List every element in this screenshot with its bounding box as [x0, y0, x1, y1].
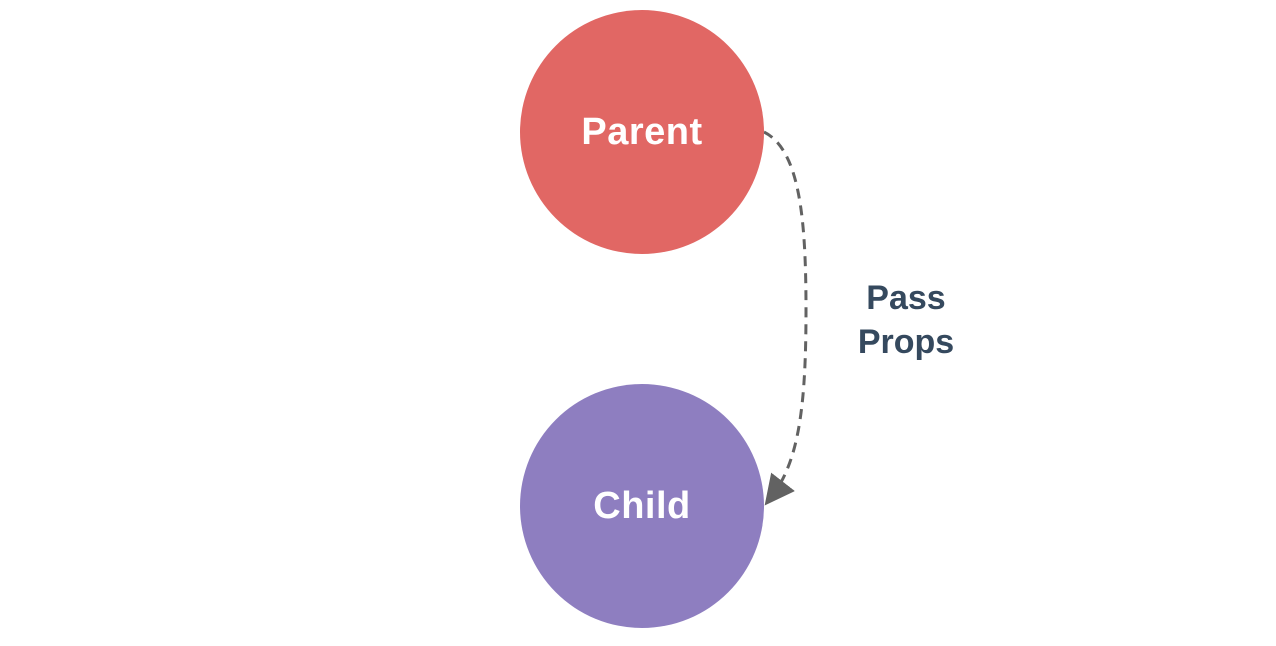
child-node-label: Child	[593, 484, 691, 527]
parent-node: Parent	[520, 10, 764, 254]
edge-label: Pass Props	[846, 276, 966, 364]
parent-node-label: Parent	[581, 110, 703, 153]
child-node: Child	[520, 384, 764, 628]
edge-label-line-1: Pass	[866, 279, 946, 317]
edge-label-line-2: Props	[857, 323, 955, 361]
pass-props-arrow	[763, 130, 808, 506]
